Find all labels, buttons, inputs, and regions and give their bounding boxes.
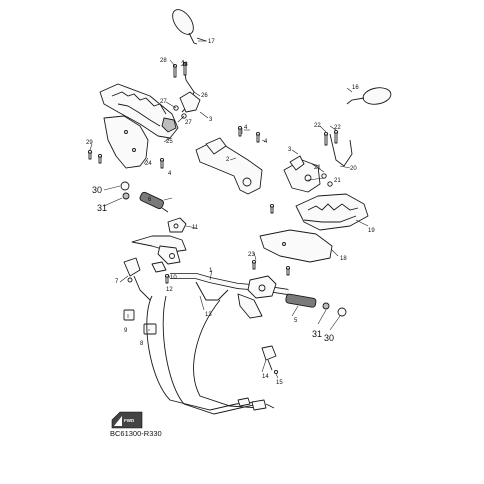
callout-13: 13 <box>205 312 212 318</box>
callout-3-right: 3 <box>288 147 292 153</box>
callout-16: 16 <box>352 85 359 91</box>
clutch-lever[interactable] <box>131 235 187 284</box>
throttle-housing[interactable] <box>237 275 277 319</box>
right-handguard[interactable] <box>295 193 369 231</box>
handguard-bracket[interactable] <box>195 137 263 195</box>
callout-21-a: 21 <box>314 165 321 171</box>
callout-11: 11 <box>192 225 199 231</box>
screw-29[interactable] <box>87 149 103 164</box>
callout-8: 8 <box>140 341 144 347</box>
callout-19: 19 <box>368 228 375 234</box>
reference-code: BC61300-R330 <box>110 429 162 438</box>
callout-5: 5 <box>294 318 298 324</box>
throttle-cables[interactable] <box>146 295 275 415</box>
right-grip[interactable] <box>285 293 347 317</box>
callout-4-a: 4 <box>244 125 248 131</box>
left-mirror-bracket[interactable] <box>172 59 201 119</box>
left-grip[interactable] <box>120 181 169 213</box>
callout-22-b: 22 <box>334 125 341 131</box>
cable-guide[interactable] <box>261 345 279 375</box>
callout-21-b: 21 <box>334 178 341 184</box>
right-handguard-panel[interactable] <box>259 229 333 263</box>
mirror-right[interactable] <box>346 86 392 107</box>
callout-18: 18 <box>340 256 347 262</box>
callout-28-b: 28 <box>181 62 188 68</box>
callout-3: 3 <box>209 117 213 123</box>
callout-25: 25 <box>166 139 173 145</box>
callout-7: 7 <box>115 279 119 285</box>
screw-23[interactable] <box>251 259 291 276</box>
right-handguard-bracket[interactable] <box>283 129 353 193</box>
callout-6: 6 <box>148 197 152 203</box>
left-handguard-panel[interactable] <box>103 115 149 169</box>
leader-lines <box>89 40 369 379</box>
callout-14: 14 <box>262 374 269 380</box>
clutch-switch[interactable] <box>123 257 151 301</box>
callout-30-a: 30 <box>92 185 102 195</box>
callout-27-b: 27 <box>185 120 192 126</box>
callout-28-a: 28 <box>160 58 167 64</box>
forward-marker: FWD <box>111 411 143 429</box>
callout-9: 9 <box>124 328 128 334</box>
callout-23: 23 <box>248 252 255 258</box>
bolt-4[interactable] <box>159 125 261 169</box>
callout-22-a: 22 <box>314 123 321 129</box>
mirror-left[interactable] <box>168 6 207 45</box>
bolt-4-right[interactable] <box>269 203 275 214</box>
callout-1: 1 <box>209 268 213 274</box>
left-handguard[interactable] <box>99 83 179 139</box>
callout-29: 29 <box>86 140 93 146</box>
callout-2: 2 <box>226 157 230 163</box>
callout-31-a: 31 <box>97 203 107 213</box>
callout-15: 15 <box>276 380 283 386</box>
callout-10: 10 <box>170 275 177 281</box>
callout-labels: 17 16 28 28 26 27 27 3 25 24 29 4 4 4 2 … <box>86 39 375 386</box>
callout-4-b: 4 <box>264 139 268 145</box>
callout-17: 17 <box>208 39 215 45</box>
forward-marker-label: FWD <box>124 418 135 423</box>
callout-30-b: 30 <box>324 333 334 343</box>
callout-31-b: 31 <box>312 329 322 339</box>
callout-12: 12 <box>166 287 173 293</box>
callout-24: 24 <box>145 161 152 167</box>
callout-26: 26 <box>201 93 208 99</box>
callout-4-c: 4 <box>168 171 172 177</box>
cable-holder[interactable] <box>123 309 157 335</box>
left-switch-clamp[interactable] <box>167 217 187 233</box>
callout-20: 20 <box>350 166 357 172</box>
callout-27-a: 27 <box>160 99 167 105</box>
